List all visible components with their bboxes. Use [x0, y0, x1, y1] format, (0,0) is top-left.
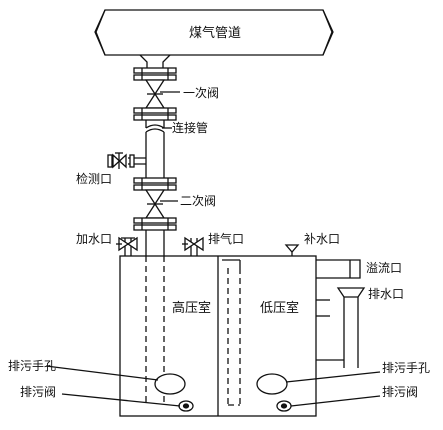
connector-pipe-label: 连接管: [172, 120, 208, 135]
vent-port-label: 排气口: [208, 231, 244, 246]
cleanout-left-label: 排污手孔: [8, 359, 56, 373]
drain-port[interactable]: [316, 287, 366, 368]
blowdown-right-label: 排污阀: [382, 385, 418, 399]
fill-port[interactable]: [116, 236, 138, 256]
gas-pipe: 煤气管道: [94, 9, 334, 56]
makeup-port[interactable]: [284, 244, 300, 256]
overflow-port[interactable]: [316, 259, 361, 279]
makeup-port-label: 补水口: [304, 232, 340, 246]
cleanout-hole-left[interactable]: [154, 373, 186, 395]
low-pressure-chamber-label: 低压室: [260, 300, 299, 316]
fill-port-label: 加水口: [76, 232, 112, 246]
overflow-port-label: 溢流口: [366, 261, 402, 275]
blowdown-left-label: 排污阀: [20, 385, 56, 399]
pipe-reducer: [139, 54, 171, 68]
test-port[interactable]: [107, 152, 146, 169]
high-pressure-chamber-label: 高压室: [172, 300, 211, 316]
blowdown-valve-right[interactable]: [276, 400, 292, 412]
blowdown-valve-left[interactable]: [178, 400, 194, 412]
water-seal-tank: [119, 255, 317, 417]
connector-pipe: [145, 132, 165, 178]
cleanout-right-label: 排污手孔: [382, 361, 430, 375]
cleanout-hole-right[interactable]: [256, 373, 288, 395]
primary-valve[interactable]: [133, 67, 177, 121]
secondary-valve-label: 二次阀: [180, 194, 216, 208]
gas-pipe-label: 煤气管道: [189, 25, 241, 41]
test-port-label: 检测口: [76, 171, 112, 186]
inner-partition: [222, 259, 241, 406]
vent-port[interactable]: [182, 236, 204, 256]
primary-valve-label: 一次阀: [183, 86, 219, 100]
drain-port-label: 排水口: [368, 287, 404, 301]
pipe-break: [145, 120, 165, 133]
secondary-valve[interactable]: [133, 177, 177, 231]
